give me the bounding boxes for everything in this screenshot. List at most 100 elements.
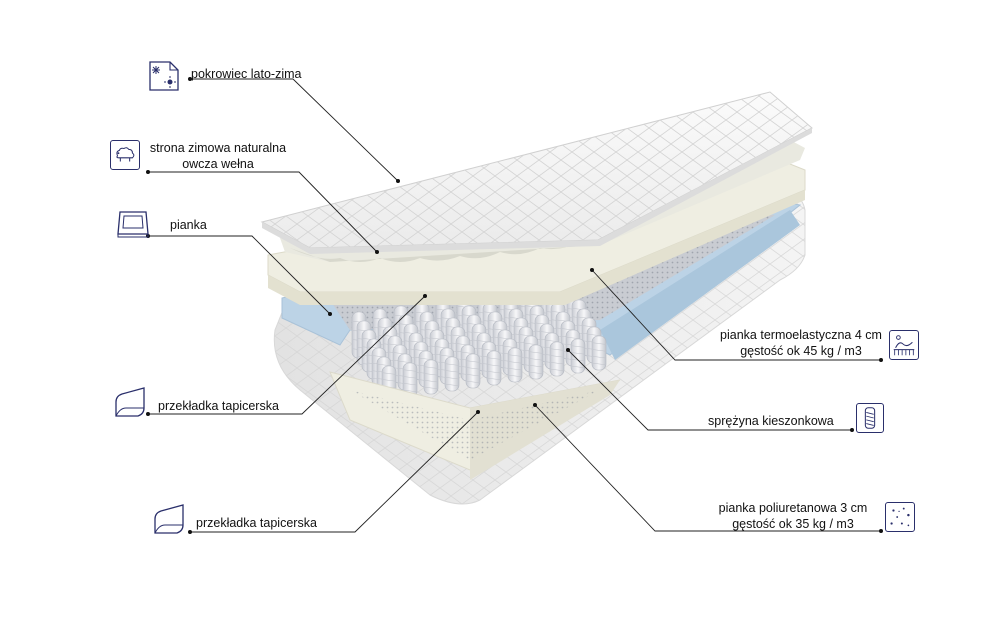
- spring-seam: [592, 362, 606, 365]
- sheep-icon: [110, 140, 140, 170]
- label-spring-text: sprężyna kieszonkowa: [708, 414, 834, 428]
- spring-seam: [403, 376, 417, 379]
- spring-seam: [508, 368, 522, 371]
- spring-seam: [466, 374, 480, 377]
- spring-seam: [445, 370, 459, 373]
- label-foam: pianka: [170, 217, 207, 233]
- spring-seam: [503, 345, 517, 348]
- spring-seam: [377, 363, 391, 366]
- spring-seam: [487, 357, 501, 360]
- spring-seam: [424, 373, 438, 376]
- leader-foam: [148, 235, 331, 315]
- spring-seam: [550, 368, 564, 371]
- spring-pocket: [465, 353, 481, 389]
- spring-seam: [529, 358, 543, 361]
- spring-seam: [466, 380, 480, 383]
- label-foam-text: pianka: [170, 218, 207, 232]
- spring-seam: [529, 371, 543, 374]
- spring-seam: [382, 379, 396, 382]
- label-thermo-line2: gęstość ok 45 kg / m3: [740, 344, 862, 358]
- snow-sun-icon: [148, 60, 180, 92]
- leader-lines: [148, 78, 881, 533]
- label-spacer-top-text: przekładka tapicerska: [158, 399, 279, 413]
- pocket-spring-icon: [856, 403, 884, 433]
- spring-seam: [440, 354, 454, 357]
- folded-sheet-icon: [153, 503, 187, 537]
- leader-cover: [190, 78, 399, 182]
- folded-sheet-icon: [114, 386, 148, 420]
- spring-seam: [566, 336, 580, 339]
- label-spacer-bottom-text: przekładka tapicerska: [196, 516, 317, 530]
- spring-seam: [445, 383, 459, 386]
- leader-thermo: [591, 269, 881, 361]
- label-spacer-bottom: przekładka tapicerska: [196, 515, 317, 531]
- label-wool-line2: owcza wełna: [182, 157, 254, 171]
- spring-seam: [592, 342, 606, 345]
- pu-foam-dots-icon: [885, 502, 915, 532]
- foam-tray-icon: [116, 208, 150, 238]
- spring-pocket: [507, 347, 523, 383]
- spring-pocket: [570, 338, 586, 374]
- leader-spacer-top: [148, 295, 426, 415]
- leader-spacer-bottom: [190, 411, 479, 533]
- spring-seam: [508, 354, 522, 357]
- spring-seam: [398, 360, 412, 363]
- spring-seam: [424, 380, 438, 383]
- label-wool-line1: strona zimowa naturalna: [149, 141, 287, 155]
- spring-seam: [403, 383, 417, 386]
- spring-seam: [592, 356, 606, 359]
- spring-seam: [487, 371, 501, 374]
- spring-pocket: [423, 359, 439, 395]
- spring-seam: [524, 342, 538, 345]
- spring-seam: [461, 351, 475, 354]
- spring-seam: [571, 352, 585, 355]
- spring-seam: [424, 366, 438, 369]
- leader-dots: [146, 77, 883, 534]
- label-spring: sprężyna kieszonkowa: [708, 413, 834, 429]
- spring-seam: [529, 351, 543, 354]
- spring-seam: [482, 348, 496, 351]
- spring-seam: [466, 360, 480, 363]
- spring-seam: [508, 361, 522, 364]
- spring-seam: [550, 362, 564, 365]
- label-pu-line2: gęstość ok 35 kg / m3: [732, 517, 854, 531]
- spring-seam: [445, 377, 459, 380]
- spring-seam: [403, 389, 417, 392]
- leader-wool: [148, 171, 378, 253]
- leader-spring: [567, 349, 852, 431]
- spring-seam: [419, 357, 433, 360]
- label-cover: pokrowiec lato-zima: [191, 66, 301, 82]
- leader-pu: [534, 404, 881, 532]
- label-spacer-top: przekładka tapicerska: [158, 398, 279, 414]
- spring-seam: [445, 363, 459, 366]
- spring-seam: [487, 364, 501, 367]
- spring-seam: [508, 374, 522, 377]
- top-cover: [260, 91, 813, 254]
- spring-pocket: [444, 356, 460, 392]
- spring-seam: [571, 345, 585, 348]
- label-wool: strona zimowa naturalna owcza wełna: [148, 140, 288, 172]
- label-thermo: pianka termoelastyczna 4 cm gęstość ok 4…: [716, 327, 886, 359]
- spring-seam: [550, 355, 564, 358]
- spring-seam: [587, 333, 601, 336]
- spring-pocket: [486, 350, 502, 386]
- spring-seam: [382, 372, 396, 375]
- spring-seam: [571, 365, 585, 368]
- spring-seam: [550, 348, 564, 351]
- spring-seam: [466, 367, 480, 370]
- spring-seam: [592, 349, 606, 352]
- spring-seam: [545, 339, 559, 342]
- spring-seam: [403, 369, 417, 372]
- spring-pocket: [591, 335, 607, 371]
- spring-pocket: [549, 341, 565, 377]
- label-thermo-line1: pianka termoelastyczna 4 cm: [720, 328, 882, 342]
- spring-pocket: [528, 344, 544, 380]
- label-pu-line1: pianka poliuretanowa 3 cm: [718, 501, 868, 515]
- thermo-foam-icon: [889, 330, 919, 360]
- spring-seam: [529, 365, 543, 368]
- spring-seam: [487, 377, 501, 380]
- spring-seam: [424, 386, 438, 389]
- label-pu: pianka poliuretanowa 3 cm gęstość ok 35 …: [708, 500, 878, 532]
